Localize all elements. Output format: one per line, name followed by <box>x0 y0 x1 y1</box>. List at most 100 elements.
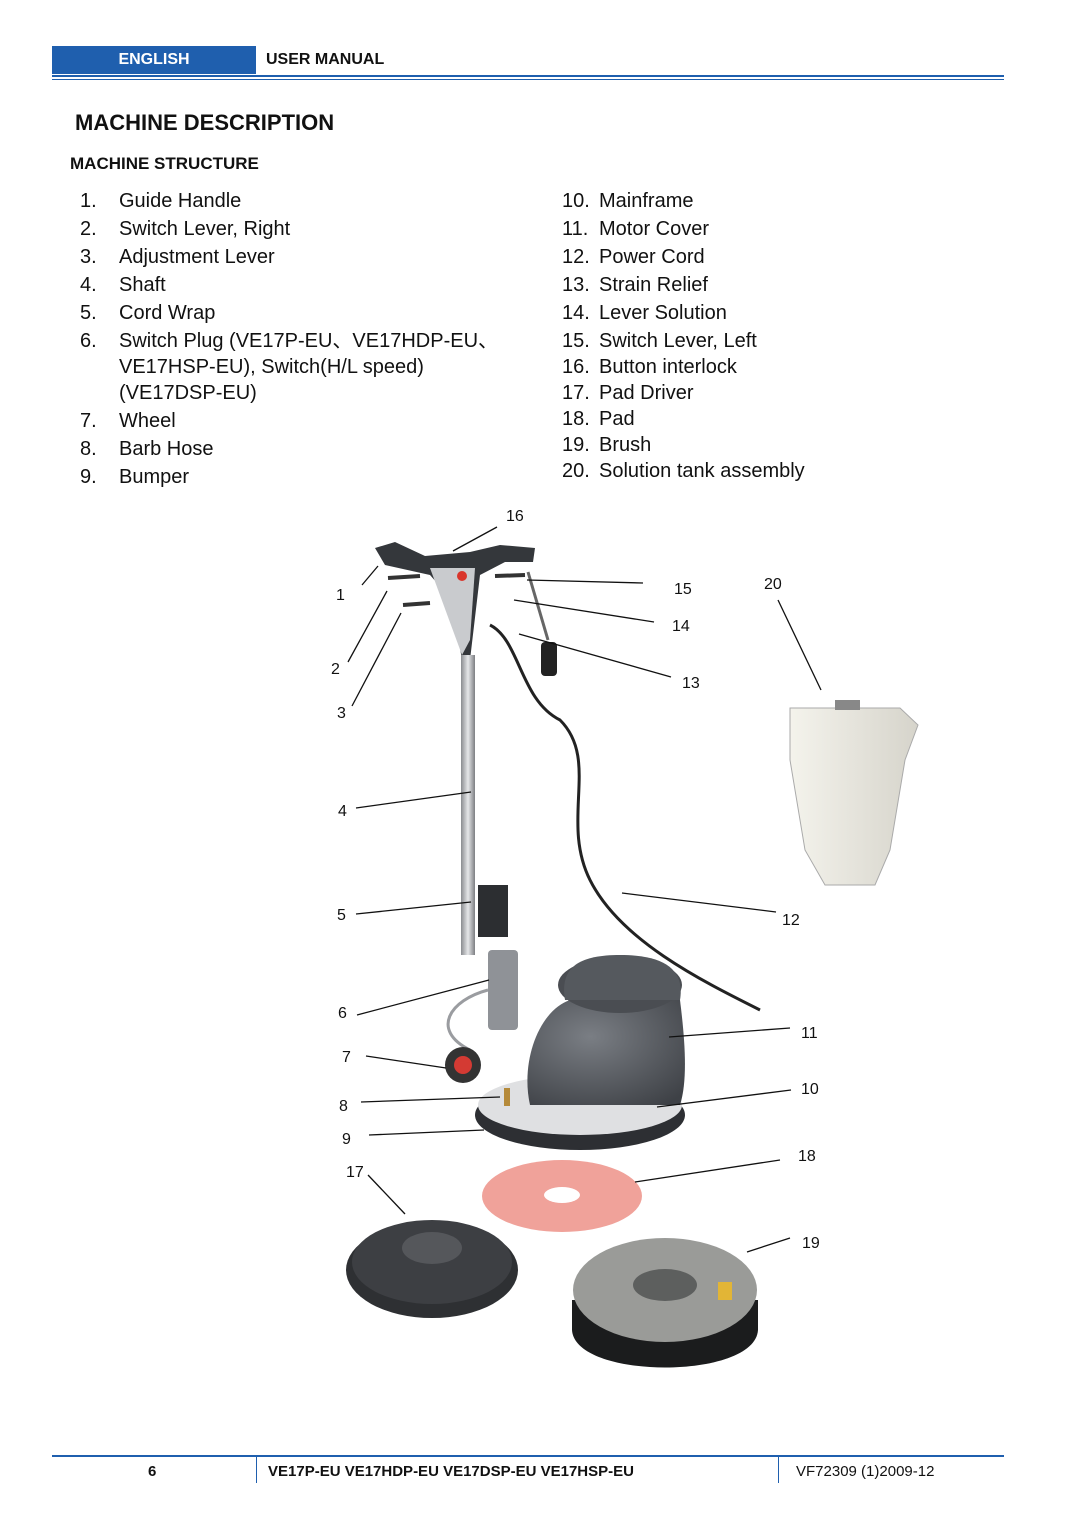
item-text: Pad Driver <box>599 382 694 404</box>
list-item: 6.Switch Plug (VE17P-EU、VE17HDP-EU、VE17H… <box>80 328 520 406</box>
callout-11: 11 <box>801 1025 818 1042</box>
item-text: Shaft <box>119 274 166 296</box>
callout-8: 8 <box>339 1098 348 1115</box>
adjustment-lever <box>402 601 431 607</box>
callout-19: 19 <box>802 1235 820 1252</box>
power-cord <box>489 623 761 1012</box>
item-text: Barb Hose <box>119 438 214 460</box>
tank-fitting <box>835 700 860 710</box>
parts-list-left: 1. Guide Handle 2. Switch Lever, Right 3. A… <box>80 188 520 490</box>
shaft <box>461 655 475 955</box>
footer-separator <box>778 1457 779 1483</box>
callout-3: 3 <box>337 705 346 722</box>
callout-17: 17 <box>346 1164 364 1181</box>
list-item: 7.Wheel <box>80 408 520 434</box>
doc-type-label: USER MANUAL <box>266 51 385 68</box>
list-item: 15. Switch Lever, Left <box>562 328 1042 354</box>
list-item: 3. Adjustment Lever <box>80 244 520 270</box>
item-text: Bumper <box>119 466 190 488</box>
list-item: 2. Switch Lever, Right <box>80 216 520 242</box>
item-number: 10. <box>562 190 590 212</box>
callout-2: 2 <box>331 661 340 678</box>
callout-9: 9 <box>342 1131 351 1148</box>
footer-separator <box>256 1457 257 1483</box>
item-number: 18. <box>562 408 590 430</box>
item-number: 14. <box>562 302 590 324</box>
list-item: 13. Strain Relief <box>562 272 1042 298</box>
list-item: 19. Brush <box>562 432 1042 458</box>
callout-16: 16 <box>506 508 524 525</box>
item-number: 15. <box>562 330 590 352</box>
list-item: 16.Button interlock <box>562 354 1042 380</box>
item-text: Solution tank assembly <box>599 460 805 482</box>
item-number: 11. <box>562 218 589 240</box>
list-item: 11. Motor Cover <box>562 216 1042 242</box>
pad-driver <box>346 1220 518 1318</box>
callout-15: 15 <box>674 581 692 598</box>
item-text: Cord Wrap <box>119 302 216 324</box>
barb-hose-line <box>446 988 489 1052</box>
subsection-title: MACHINE STRUCTURE <box>70 154 259 173</box>
footer-models: VE17P-EU VE17HDP-EU VE17DSP-EU VE17HSP-E… <box>268 1463 634 1480</box>
item-text: Lever Solution <box>599 302 727 324</box>
list-item: 9. Bumper <box>80 464 520 490</box>
item-text: Adjustment Lever <box>119 246 275 268</box>
footer-doc-code: VF72309 (1)2009-12 <box>796 1463 935 1480</box>
item-number: 2. <box>80 218 97 240</box>
language-tab: ENGLISH <box>52 46 256 74</box>
callout-5: 5 <box>337 907 346 924</box>
callout-14: 14 <box>672 618 690 635</box>
list-item: 4. Shaft <box>80 272 520 298</box>
lever-solution <box>526 571 550 641</box>
callout-4: 4 <box>338 803 347 820</box>
list-item: 20. Solution tank assembly <box>562 458 1042 484</box>
header-rule-thin <box>52 79 1004 80</box>
item-text: Mainframe <box>599 190 694 212</box>
item-number: 13. <box>562 274 590 296</box>
item-text: Guide Handle <box>119 190 242 212</box>
item-text: Motor Cover <box>599 218 710 240</box>
item-number: 20. <box>562 460 590 482</box>
callout-labels: 1 2 3 4 5 6 7 8 9 10 11 12 13 14 15 16 1… <box>331 508 820 1252</box>
item-text: Brush <box>599 434 652 456</box>
switch-lever-left <box>494 573 526 578</box>
header-rule <box>52 75 1004 77</box>
item-text: Button interlock <box>599 356 737 378</box>
item-number: 4. <box>80 274 97 296</box>
item-number: 19. <box>562 434 590 456</box>
item-number: 9. <box>80 466 97 488</box>
footer-rule <box>52 1455 1004 1457</box>
item-number: 3. <box>80 246 97 268</box>
strain-relief <box>541 642 557 676</box>
callout-10: 10 <box>801 1081 819 1098</box>
callout-7: 7 <box>342 1049 351 1066</box>
wheel-hub <box>454 1056 472 1074</box>
item-text: Switch Lever, Right <box>119 218 291 240</box>
page-number: 6 <box>148 1463 157 1480</box>
item-number: 17. <box>562 382 590 404</box>
item-text: Pad <box>599 408 635 430</box>
machine-body <box>475 955 685 1150</box>
callout-6: 6 <box>338 1005 347 1022</box>
list-item: 17. Pad Driver <box>562 380 1042 406</box>
item-text: Switch Lever, Left <box>599 330 757 352</box>
item-text: Power Cord <box>599 246 705 268</box>
item-number: 6. <box>80 330 97 352</box>
item-number: 1. <box>80 190 97 212</box>
section-title: MACHINE DESCRIPTION <box>75 110 335 135</box>
list-item: 18. Pad <box>562 406 1042 432</box>
leader-lines <box>347 526 822 1253</box>
guide-handle <box>375 542 535 660</box>
callout-18: 18 <box>798 1148 816 1165</box>
callout-13: 13 <box>682 675 700 692</box>
list-item: 10. Mainframe <box>562 188 1042 214</box>
item-number: 5. <box>80 302 97 324</box>
cord-wrap <box>478 885 508 937</box>
callout-1: 1 <box>336 587 345 604</box>
solution-tank <box>789 707 919 886</box>
switch-plug <box>488 950 518 1030</box>
item-text: Wheel <box>119 410 176 432</box>
item-text: Strain Relief <box>599 274 708 296</box>
list-item: 12.Power Cord <box>562 244 1042 270</box>
parts-list-right: 10. Mainframe 11. Motor Cover 12.Power Cor… <box>562 188 1042 484</box>
